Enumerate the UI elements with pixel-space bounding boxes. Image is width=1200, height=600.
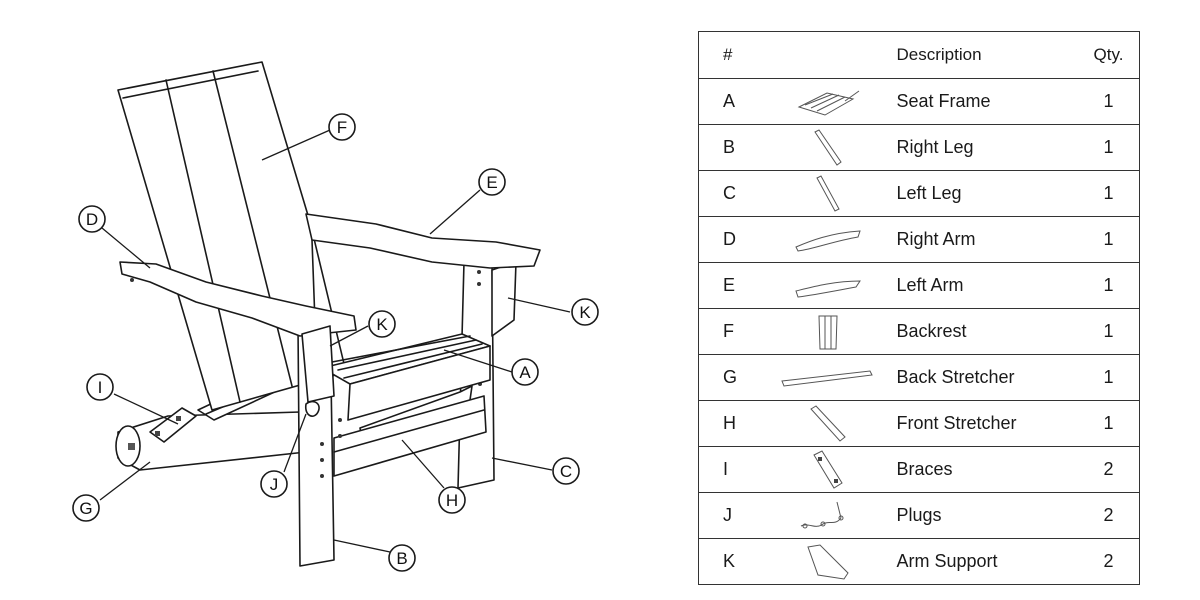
svg-text:A: A xyxy=(519,363,531,382)
part-description: Back Stretcher xyxy=(896,354,1079,401)
column-header-number: # xyxy=(698,31,759,79)
column-header-quantity: Qty. xyxy=(1078,31,1140,79)
callout-i: I xyxy=(86,373,114,401)
part-id: E xyxy=(698,262,759,309)
part-id: F xyxy=(698,308,759,355)
part-description: Right Leg xyxy=(896,124,1079,171)
brace-part xyxy=(149,407,197,443)
callout-j: J xyxy=(260,470,288,498)
svg-text:H: H xyxy=(446,491,458,510)
svg-text:B: B xyxy=(396,549,407,568)
svg-text:K: K xyxy=(376,315,388,334)
plug-part xyxy=(304,400,320,417)
braces-icon xyxy=(812,449,843,489)
part-quantity: 2 xyxy=(1078,446,1140,493)
leader-lines xyxy=(99,129,571,553)
part-id: H xyxy=(698,400,759,447)
backrest-icon xyxy=(817,315,838,349)
callout-a: A xyxy=(511,358,539,386)
right-arm-part xyxy=(119,261,357,337)
table-row: C Left Leg 1 xyxy=(698,170,1140,217)
table-row: K Arm Support 2 xyxy=(698,538,1140,585)
front-stretcher-part xyxy=(333,395,487,477)
svg-text:G: G xyxy=(79,499,92,518)
part-description: Arm Support xyxy=(896,538,1079,585)
svg-text:J: J xyxy=(270,475,279,494)
part-quantity: 1 xyxy=(1078,262,1140,309)
table-header-row: # Description Qty. xyxy=(698,31,1140,79)
arm-support-right-part xyxy=(301,325,335,403)
callout-f: F xyxy=(328,113,356,141)
part-description: Backrest xyxy=(896,308,1079,355)
table-row: G Back Stretcher 1 xyxy=(698,354,1140,401)
part-description: Front Stretcher xyxy=(896,400,1079,447)
front-stretcher-icon xyxy=(809,404,846,442)
part-quantity: 1 xyxy=(1078,170,1140,217)
callout-k-left: K xyxy=(571,298,599,326)
part-description: Braces xyxy=(896,446,1079,493)
table-row: F Backrest 1 xyxy=(698,308,1140,355)
callout-c: C xyxy=(552,457,580,485)
part-id: I xyxy=(698,446,759,493)
table-row: B Right Leg 1 xyxy=(698,124,1140,171)
table-row: H Front Stretcher 1 xyxy=(698,400,1140,447)
part-description: Plugs xyxy=(896,492,1079,539)
table-row: E Left Arm 1 xyxy=(698,262,1140,309)
part-id: J xyxy=(698,492,759,539)
left-leg-icon xyxy=(815,174,840,212)
part-id: G xyxy=(698,354,759,401)
part-quantity: 1 xyxy=(1078,124,1140,171)
part-quantity: 1 xyxy=(1078,78,1140,125)
callout-h: H xyxy=(438,486,466,514)
chair-assembly-diagram: F E D K K A I C xyxy=(72,61,599,572)
callout-d: D xyxy=(78,205,106,233)
part-id: K xyxy=(698,538,759,585)
table-row: I Braces 2 xyxy=(698,446,1140,493)
svg-text:D: D xyxy=(86,210,98,229)
part-description: Left Leg xyxy=(896,170,1079,217)
table-row: J Plugs 2 xyxy=(698,492,1140,539)
part-quantity: 1 xyxy=(1078,216,1140,263)
svg-text:F: F xyxy=(337,118,347,137)
plugs-icon xyxy=(800,501,843,528)
column-header-image xyxy=(758,31,897,79)
arm-support-icon xyxy=(806,543,849,580)
part-description: Left Arm xyxy=(896,262,1079,309)
part-id: B xyxy=(698,124,759,171)
table-row: D Right Arm 1 xyxy=(698,216,1140,263)
parts-table: # Description Qty. A Seat Frame 1 B Rig xyxy=(698,31,1140,585)
part-quantity: 1 xyxy=(1078,400,1140,447)
callout-b: B xyxy=(388,544,416,572)
part-quantity: 1 xyxy=(1078,354,1140,401)
part-quantity: 2 xyxy=(1078,492,1140,539)
back-stretcher-icon xyxy=(780,369,873,387)
part-quantity: 2 xyxy=(1078,538,1140,585)
part-quantity: 1 xyxy=(1078,308,1140,355)
table-row: A Seat Frame 1 xyxy=(698,78,1140,125)
right-leg-icon xyxy=(813,128,842,166)
svg-text:C: C xyxy=(560,462,572,481)
callout-k-right: K xyxy=(368,310,396,338)
right-arm-icon xyxy=(794,229,861,252)
back-stretcher-part xyxy=(115,411,307,471)
part-id: C xyxy=(698,170,759,217)
left-arm-icon xyxy=(794,279,861,298)
column-header-description: Description xyxy=(896,31,1079,79)
callout-e: E xyxy=(478,168,506,196)
part-id: A xyxy=(698,78,759,125)
part-id: D xyxy=(698,216,759,263)
part-description: Right Arm xyxy=(896,216,1079,263)
svg-text:I: I xyxy=(98,378,103,397)
seat-frame-icon xyxy=(797,90,859,116)
part-description: Seat Frame xyxy=(896,78,1079,125)
svg-text:K: K xyxy=(579,303,591,322)
svg-text:E: E xyxy=(486,173,497,192)
callout-g: G xyxy=(72,494,100,522)
